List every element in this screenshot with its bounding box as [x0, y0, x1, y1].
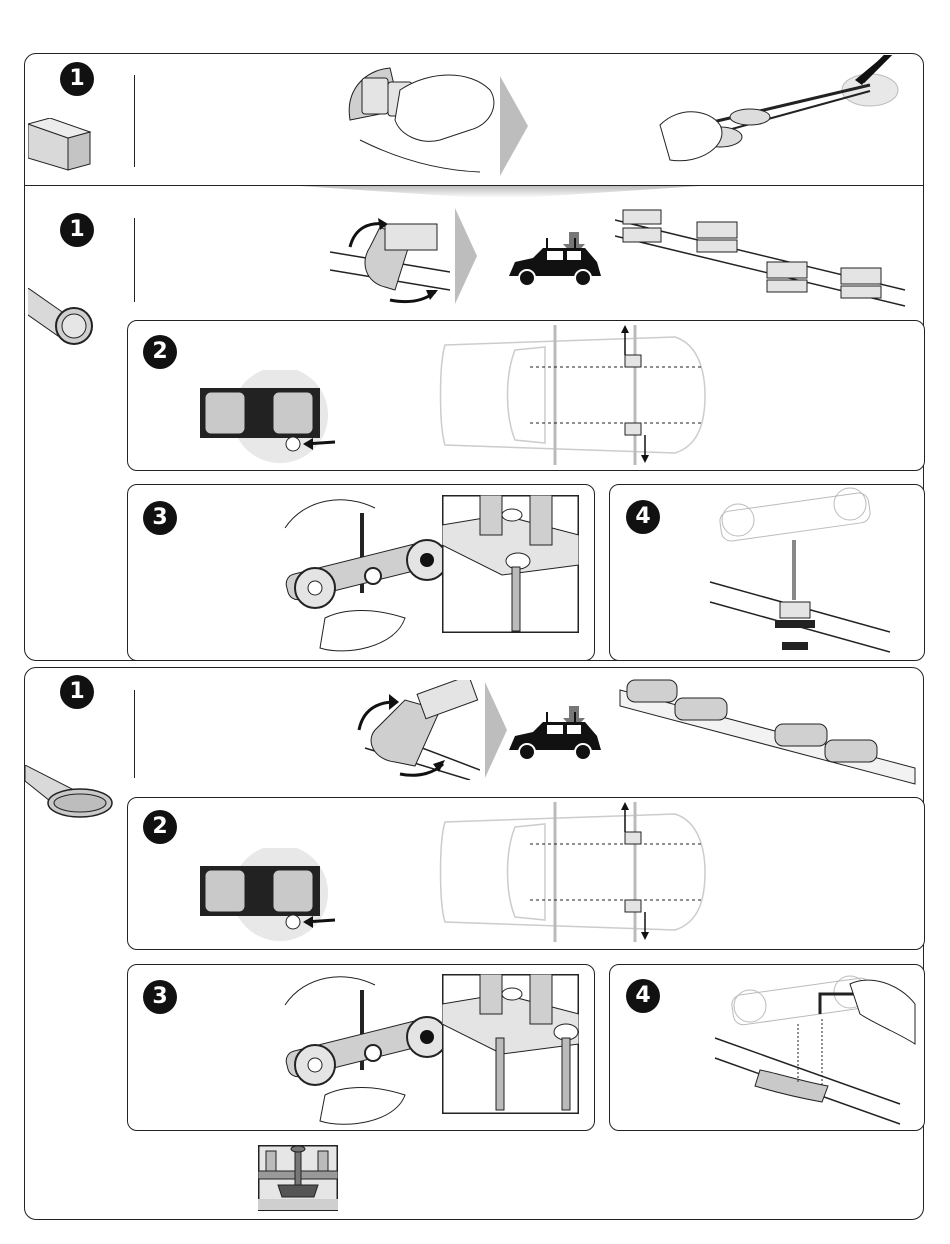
transition-arrow [485, 682, 507, 778]
step-number-3-round: 3 [143, 501, 177, 535]
aero-clip-rotate-illustration [345, 680, 480, 780]
round-bar-icon [28, 288, 98, 350]
step-divider [134, 75, 135, 167]
step-divider [134, 690, 135, 778]
step-number-4-aero: 4 [626, 979, 660, 1013]
square-bar-icon [28, 118, 96, 176]
bolt-closeup-inset [442, 495, 579, 633]
step-number-4-round: 4 [626, 500, 660, 534]
step-number-1-round: 1 [60, 213, 94, 247]
step-number-2-aero: 2 [143, 810, 177, 844]
car-roof-down-icon [505, 232, 605, 300]
step-number-2-round: 2 [143, 335, 177, 369]
bolt-closeup-inset [442, 974, 579, 1114]
step-divider [134, 218, 135, 302]
car-top-view-diagram [435, 325, 715, 465]
step-number-1-aero: 1 [60, 675, 94, 709]
foot-position-detail [195, 370, 345, 465]
clip-pieces-hand-illustration [340, 60, 520, 175]
step-number-1-square: 1 [60, 62, 94, 96]
aero-bar-with-clips-illustration [615, 672, 920, 792]
foot-tighten-illustration [700, 482, 900, 657]
foot-bolt-assembly-illustration [265, 965, 445, 1130]
transition-arrow [455, 208, 477, 304]
round-bar-with-clips-illustration [615, 200, 915, 315]
round-clip-rotate-illustration [330, 212, 450, 312]
foot-position-detail [195, 848, 345, 943]
car-roof-down-icon [505, 706, 605, 774]
car-top-view-diagram [435, 802, 715, 942]
foot-bolt-assembly-illustration [265, 488, 445, 658]
scissors-cut-illustration [600, 55, 910, 185]
step-number-3-aero: 3 [143, 980, 177, 1014]
nut-washer-detail-inset [258, 1145, 338, 1211]
transition-arrow [500, 76, 528, 176]
aero-bar-icon [25, 765, 115, 821]
foot-allen-key-illustration [710, 964, 920, 1126]
section-divider [25, 185, 923, 186]
